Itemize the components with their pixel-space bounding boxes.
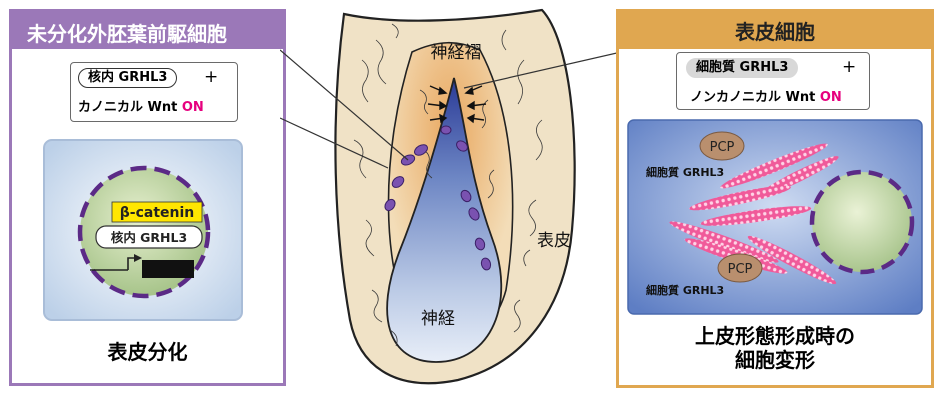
nuclear-grhl3-pill: 核内 GRHL3 <box>78 68 177 88</box>
nucleus-illustration: β-catenin 核内 GRHL3 <box>40 136 250 326</box>
noncanonical-wnt-on: ON <box>820 90 842 105</box>
nuclear-grhl3-tag-label: 核内 GRHL3 <box>111 230 187 245</box>
left-plus-sign: + <box>204 68 218 86</box>
canonical-wnt-label: カノニカル Wnt <box>78 100 182 115</box>
right-panel-title: 表皮細胞 <box>616 16 934 45</box>
cyto-grhl3-label-top: 細胞質 GRHL3 <box>646 165 724 179</box>
right-caption-line1: 上皮形態形成時の <box>616 324 934 348</box>
left-panel-header: 未分化外胚葉前駆細胞 <box>9 9 286 49</box>
target-gene-block <box>142 260 194 278</box>
neural-tube-illustration: 神経褶 表皮 神経 <box>280 0 630 403</box>
neural-label: 神経 <box>421 309 455 329</box>
beta-catenin-label: β-catenin <box>120 205 195 221</box>
cyto-grhl3-label-bottom: 細胞質 GRHL3 <box>646 283 724 297</box>
canonical-wnt-line: カノニカル Wnt ON <box>78 96 204 115</box>
noncanonical-wnt-line: ノンカノニカル Wnt ON <box>690 86 842 105</box>
right-plus-sign: + <box>842 58 856 76</box>
cytoplasmic-grhl3-pill: 細胞質 GRHL3 <box>686 58 798 78</box>
neural-fold-label: 神経褶 <box>431 43 482 63</box>
right-panel-header: 表皮細胞 <box>616 9 934 49</box>
left-panel-title: 未分化外胚葉前駆細胞 <box>27 18 227 47</box>
epidermis-label: 表皮 <box>537 231 571 251</box>
right-caption-line2: 細胞変形 <box>616 348 934 372</box>
noncanonical-wnt-label: ノンカノニカル Wnt <box>690 90 820 105</box>
canonical-wnt-on: ON <box>182 100 204 115</box>
right-caption: 上皮形態形成時の 細胞変形 <box>616 324 934 372</box>
pcp-label-top: PCP <box>710 140 735 155</box>
nucleus-dashed-boundary <box>812 172 912 272</box>
cell-deformation-illustration: PCP PCP 細胞質 GRHL3 細胞質 GRHL3 <box>624 116 926 318</box>
left-caption: 表皮分化 <box>9 340 286 364</box>
pcp-label-bottom: PCP <box>728 262 753 277</box>
